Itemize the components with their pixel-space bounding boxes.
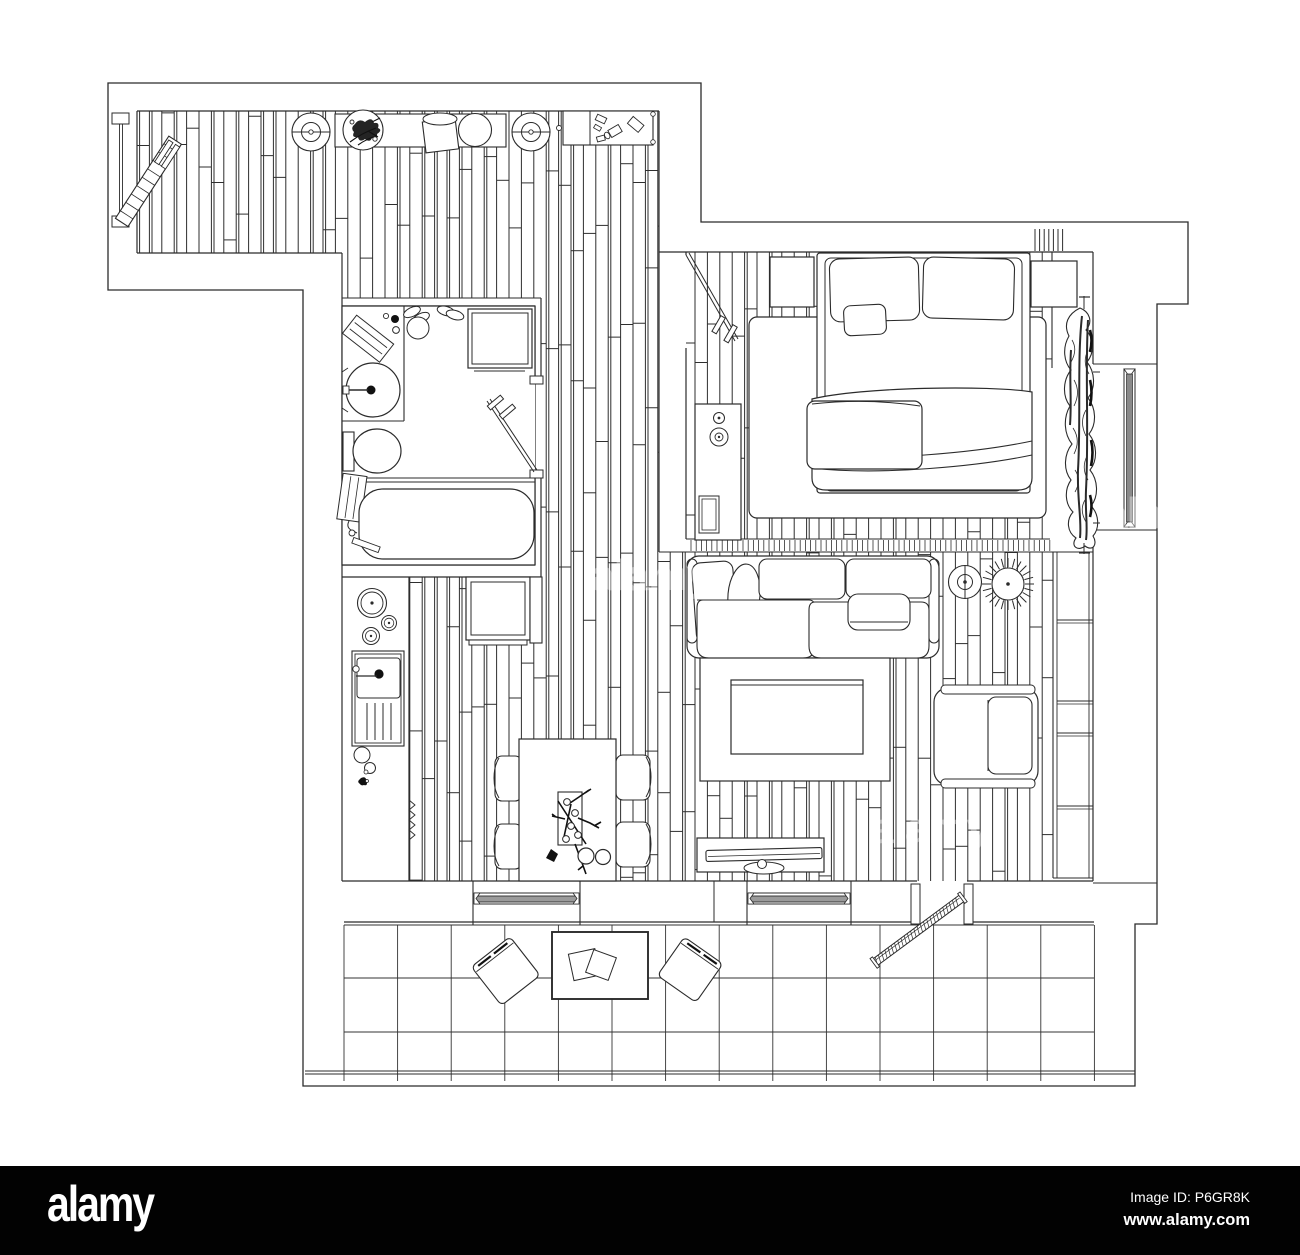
svg-text:alamy: alamy [870, 804, 991, 853]
svg-text:alamy: alamy [590, 551, 711, 600]
svg-text:alamy: alamy [1103, 489, 1224, 538]
